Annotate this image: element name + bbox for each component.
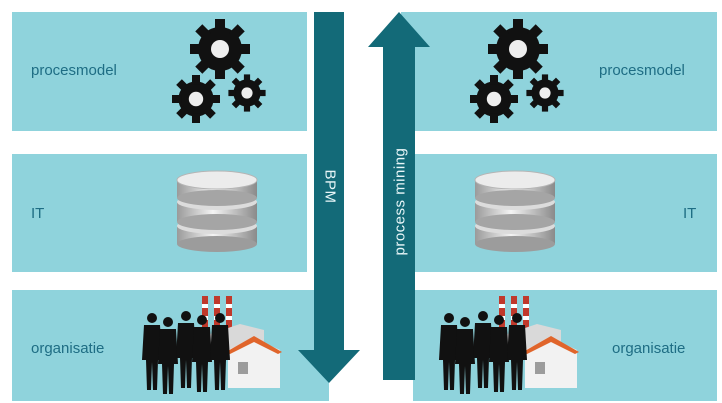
right-label-organisatie: organisatie [612,340,686,357]
left-panel-procesmodel [12,12,307,131]
gears-icon [172,19,266,123]
right-label-it: IT [683,205,697,222]
right-label-procesmodel: procesmodel [599,62,685,79]
left-label-organisatie: organisatie [31,340,105,357]
database-icon-right [474,170,556,253]
right-panel-it [413,154,717,272]
process-mining-up-arrow [368,12,430,380]
right-panel-procesmodel [401,12,717,131]
database-icon [176,170,258,253]
left-panel-it [12,154,307,272]
left-label-it: IT [31,205,45,222]
people-factory-icon [142,296,282,394]
people-factory-icon-right [439,296,579,394]
bpm-label: BPM [321,169,339,204]
process-mining-label: process mining [391,147,409,256]
left-label-procesmodel: procesmodel [31,62,117,79]
gears-icon-right [470,19,564,123]
